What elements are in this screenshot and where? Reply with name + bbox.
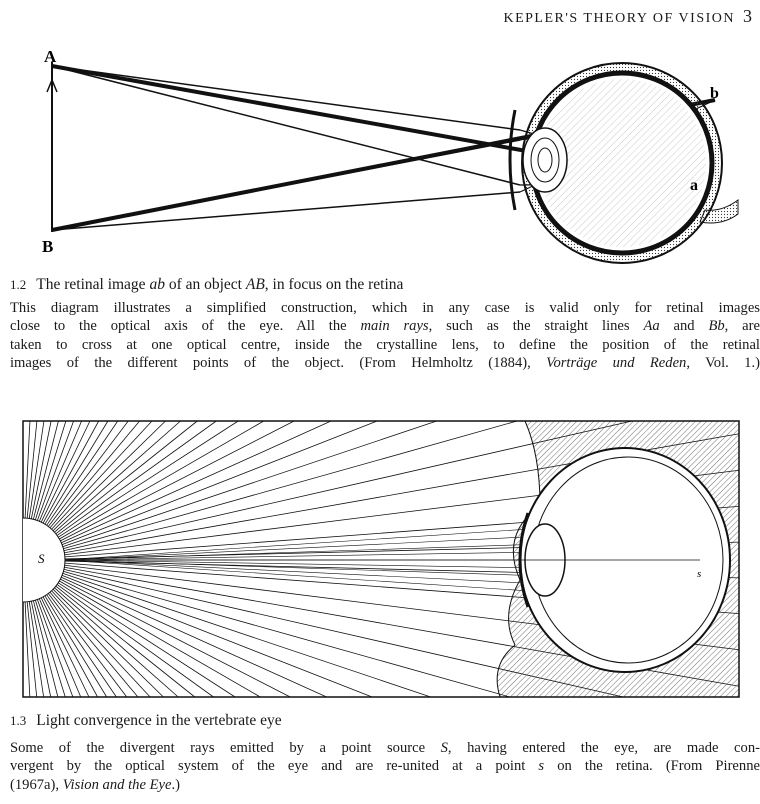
ray <box>42 420 100 524</box>
ray <box>61 420 332 544</box>
ray <box>34 600 66 698</box>
figure-number: 1.3 <box>10 713 27 728</box>
ray <box>34 420 67 520</box>
ray <box>38 598 82 698</box>
figure-1-3-caption-title: 1.3 Light convergence in the vertebrate e… <box>10 712 282 730</box>
ray <box>51 420 153 530</box>
ray <box>60 420 295 542</box>
ray <box>46 594 117 698</box>
ray <box>61 576 327 698</box>
ray <box>54 420 181 533</box>
ray <box>51 590 151 698</box>
label-A: A <box>44 47 57 66</box>
figure-number: 1.2 <box>10 277 27 292</box>
figure-1-3-diagram: S s <box>22 420 740 698</box>
ray <box>32 600 59 698</box>
ray <box>48 420 129 527</box>
ray <box>61 574 373 698</box>
ray <box>44 420 109 525</box>
ray <box>54 587 179 698</box>
eye-illustration <box>508 62 739 264</box>
running-head-title: KEPLER'S THEORY OF VISION <box>503 11 735 26</box>
ray <box>55 420 198 535</box>
ray <box>59 420 264 540</box>
caption-text: AB <box>245 276 265 293</box>
ray <box>49 420 140 529</box>
label-s: s <box>697 568 701 580</box>
ray <box>24 601 31 698</box>
figure-1-2-diagram: A B b a <box>42 47 739 264</box>
ray <box>58 582 236 698</box>
ray <box>61 420 378 546</box>
ray <box>44 595 108 698</box>
ray <box>62 420 437 548</box>
ray <box>26 420 38 519</box>
ray <box>40 420 91 523</box>
caption-text: of an object <box>164 276 246 293</box>
ray <box>40 597 90 698</box>
label-b: b <box>710 85 719 102</box>
caption-text: Light convergence in the vertebrate eye <box>36 712 282 729</box>
ray <box>60 578 291 698</box>
ray <box>28 420 45 519</box>
ray <box>51 65 521 186</box>
ray <box>51 65 521 131</box>
label-B: B <box>42 237 53 256</box>
ray <box>42 596 98 698</box>
ray <box>59 559 546 585</box>
ray <box>49 591 139 698</box>
caption-text: ab <box>149 276 165 293</box>
ray <box>59 559 546 577</box>
ray <box>58 420 239 538</box>
figure-1-3-caption-body: Some of the divergent rays emitted by a … <box>10 739 760 794</box>
ray <box>55 585 196 698</box>
page-number: 3 <box>743 6 752 26</box>
ray <box>59 535 546 561</box>
ray <box>52 420 166 531</box>
ray <box>30 420 52 519</box>
figure-1-2-caption-title: 1.2 The retinal image ab of an object AB,… <box>10 276 403 294</box>
ray <box>48 593 128 698</box>
running-head: KEPLER'S THEORY OF VISION 3 <box>503 6 752 27</box>
ray <box>52 589 164 698</box>
ray <box>59 559 546 569</box>
ray <box>59 580 261 698</box>
ray <box>24 420 31 519</box>
ray <box>32 420 59 520</box>
ray <box>36 420 74 521</box>
ray <box>51 191 521 231</box>
ray <box>56 584 214 698</box>
ray <box>63 570 511 698</box>
caption-line: Some of the divergent rays emitted by a … <box>10 740 760 756</box>
ray <box>38 420 82 522</box>
caption-line: taken to cross at one optical centre, in… <box>10 336 760 353</box>
caption-line: images of the different points of the ob… <box>10 355 760 372</box>
label-S: S <box>38 551 45 566</box>
caption-line: (1967a), Vision and the Eye.) <box>10 776 180 793</box>
light-source <box>22 517 66 603</box>
ray <box>59 551 546 561</box>
ray <box>63 420 518 550</box>
ray <box>59 543 546 561</box>
caption-text: , in focus on the retina <box>264 276 404 293</box>
ray <box>46 420 119 526</box>
ray <box>26 601 38 698</box>
ray <box>62 572 431 698</box>
ray <box>30 601 52 698</box>
caption-line: This diagram illustrates a simplified co… <box>10 300 760 316</box>
caption-line: close to the optical axis of the eye. Al… <box>10 318 760 335</box>
ray <box>59 527 546 561</box>
arrow-head-icon <box>46 78 58 93</box>
ray <box>59 559 546 593</box>
caption-text: The retinal image <box>36 276 150 293</box>
figure-1-2-caption-body: This diagram illustrates a simplified co… <box>10 299 760 373</box>
caption-line: vergent by the optical system of the eye… <box>10 758 760 775</box>
ray <box>56 420 217 536</box>
ray <box>51 139 521 231</box>
ray <box>28 601 45 698</box>
label-a: a <box>690 177 698 194</box>
ray <box>36 599 74 698</box>
